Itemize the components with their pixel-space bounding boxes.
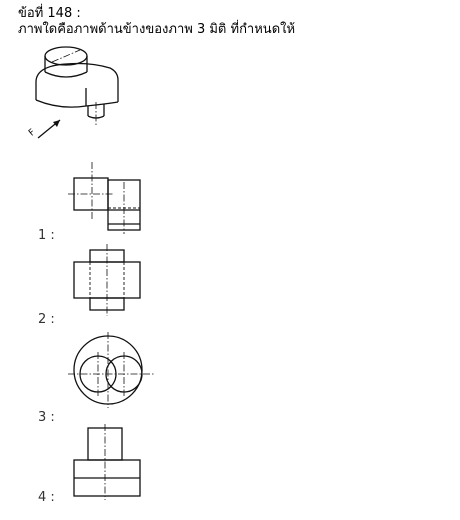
question-title: ข้อที่ 148 : bbox=[18, 6, 81, 21]
iso-3d-figure: F bbox=[27, 46, 119, 139]
question-prompt: ภาพใดคือภาพด้านข้างของภาพ 3 มิติ ที่กำหน… bbox=[18, 22, 296, 37]
option-2-drawing bbox=[73, 244, 141, 316]
view-arrow-label: F bbox=[27, 128, 37, 139]
option-3-drawing bbox=[68, 332, 154, 408]
option-4-label: 4 : bbox=[38, 490, 55, 505]
option-1-label: 1 : bbox=[38, 228, 55, 243]
option-2-label: 2 : bbox=[38, 312, 55, 327]
option-3-label: 3 : bbox=[38, 410, 55, 425]
option-1-drawing bbox=[68, 162, 141, 234]
option-4-drawing bbox=[73, 424, 141, 500]
